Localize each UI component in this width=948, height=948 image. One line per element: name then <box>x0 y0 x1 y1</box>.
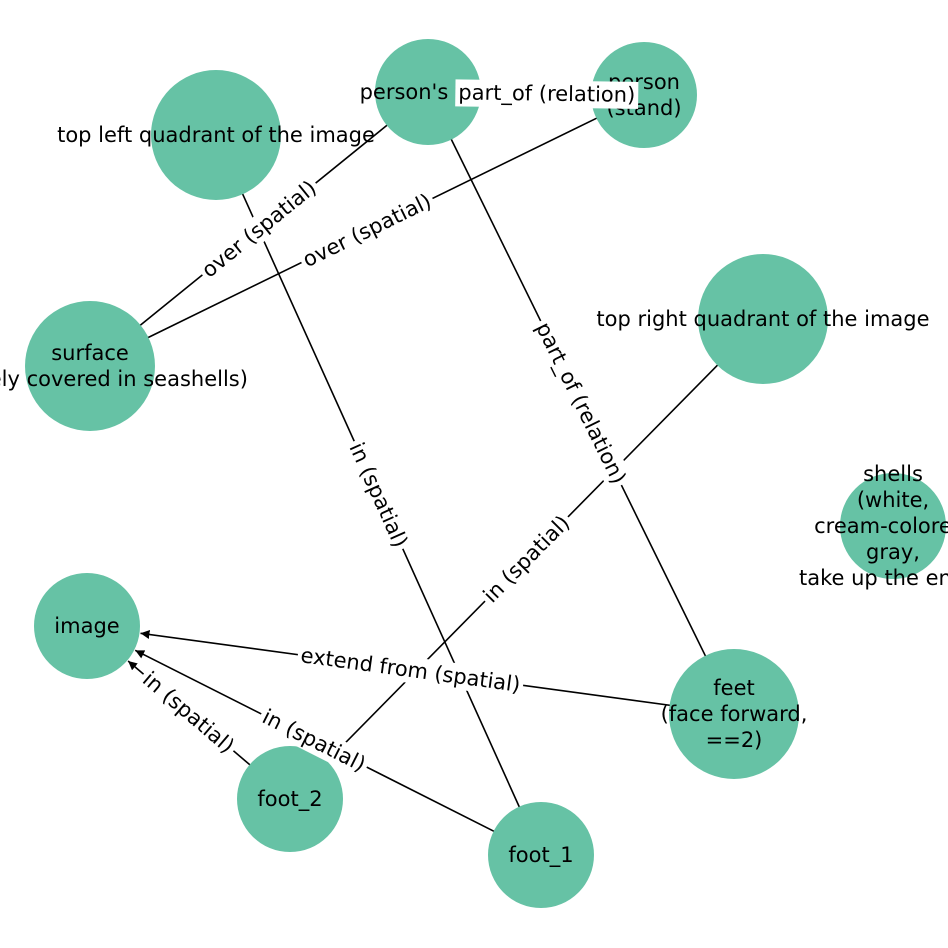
node-label-line: gray, <box>866 540 920 564</box>
node-circle <box>375 39 481 145</box>
edge-label-background <box>342 435 415 555</box>
edge-label-person-to-surface: over (spatial) <box>295 186 439 275</box>
edge-label-background <box>295 186 439 275</box>
edge-label-text: in (spatial) <box>479 511 575 608</box>
node-label-line: top right quadrant of the image <box>596 307 929 331</box>
node-surface: surface(entirely covered in seashells) <box>0 301 248 431</box>
edge-label-pfeet-to-person: part_of (relation) <box>455 79 639 109</box>
edge-label-background <box>135 664 242 761</box>
node-label-line: top left quadrant of the image <box>57 123 375 147</box>
node-trq: top right quadrant of the image <box>596 254 930 384</box>
node-tlq: top left quadrant of the image <box>57 70 375 200</box>
edge-label-background <box>194 172 324 286</box>
node-label-line: take up the entire <box>799 566 948 590</box>
node-label-line: image <box>54 614 119 638</box>
edge-label-background <box>528 315 634 492</box>
edge-label-background <box>455 79 639 109</box>
edge-label-text: over (spatial) <box>299 189 435 272</box>
node-foot2: foot_2 <box>237 746 343 852</box>
node-shells: shells(white,cream-colored,gray,take up … <box>799 462 948 590</box>
node-circle <box>151 70 281 200</box>
node-circle <box>591 42 697 148</box>
edge-label-foot2-to-trq: in (spatial) <box>475 507 578 611</box>
node-circle <box>698 254 828 384</box>
edge-label-text: part_of (relation) <box>530 318 631 488</box>
node-circle <box>25 301 155 431</box>
edge-label-text: in (spatial) <box>344 439 412 551</box>
node-label-line: shells <box>863 462 923 486</box>
node-foot1: foot_1 <box>488 802 594 908</box>
node-label-line: foot_1 <box>508 843 573 868</box>
node-label-line: (face forward, <box>661 702 808 726</box>
node-label-line: foot_2 <box>257 787 322 812</box>
edge-label-text: extend from (spatial) <box>299 643 522 697</box>
edge-label-background <box>296 641 525 699</box>
edge-label-text: part_of (relation) <box>458 80 635 107</box>
node-label-line: feet <box>713 676 754 700</box>
node-label-line: surface <box>51 341 129 365</box>
node-image: image <box>34 573 140 679</box>
node-circle <box>34 573 140 679</box>
node-label-line: (entirely covered in seashells) <box>0 367 248 391</box>
node-circle <box>488 802 594 908</box>
node-feet: feet(face forward,==2) <box>661 649 808 779</box>
edge-label-foot1-to-tlq: in (spatial) <box>342 435 415 555</box>
edge-label-feet-to-image: extend from (spatial) <box>296 641 525 699</box>
node-circle <box>237 746 343 852</box>
edge-label-pfeet-to-feet: part_of (relation) <box>528 315 634 492</box>
node-label-line: (white, <box>857 488 929 512</box>
node-circle <box>669 649 799 779</box>
edge-label-background <box>255 702 373 779</box>
node-circle <box>840 473 946 579</box>
node-pfeet: person's feet <box>360 39 496 145</box>
node-label-line: cream-colored, <box>814 514 948 538</box>
node-label-line: ==2) <box>706 728 763 752</box>
edge-label-foot2-to-image: in (spatial) <box>135 664 242 761</box>
edge-label-text: in (spatial) <box>138 667 239 758</box>
edge-label-background <box>475 507 578 611</box>
